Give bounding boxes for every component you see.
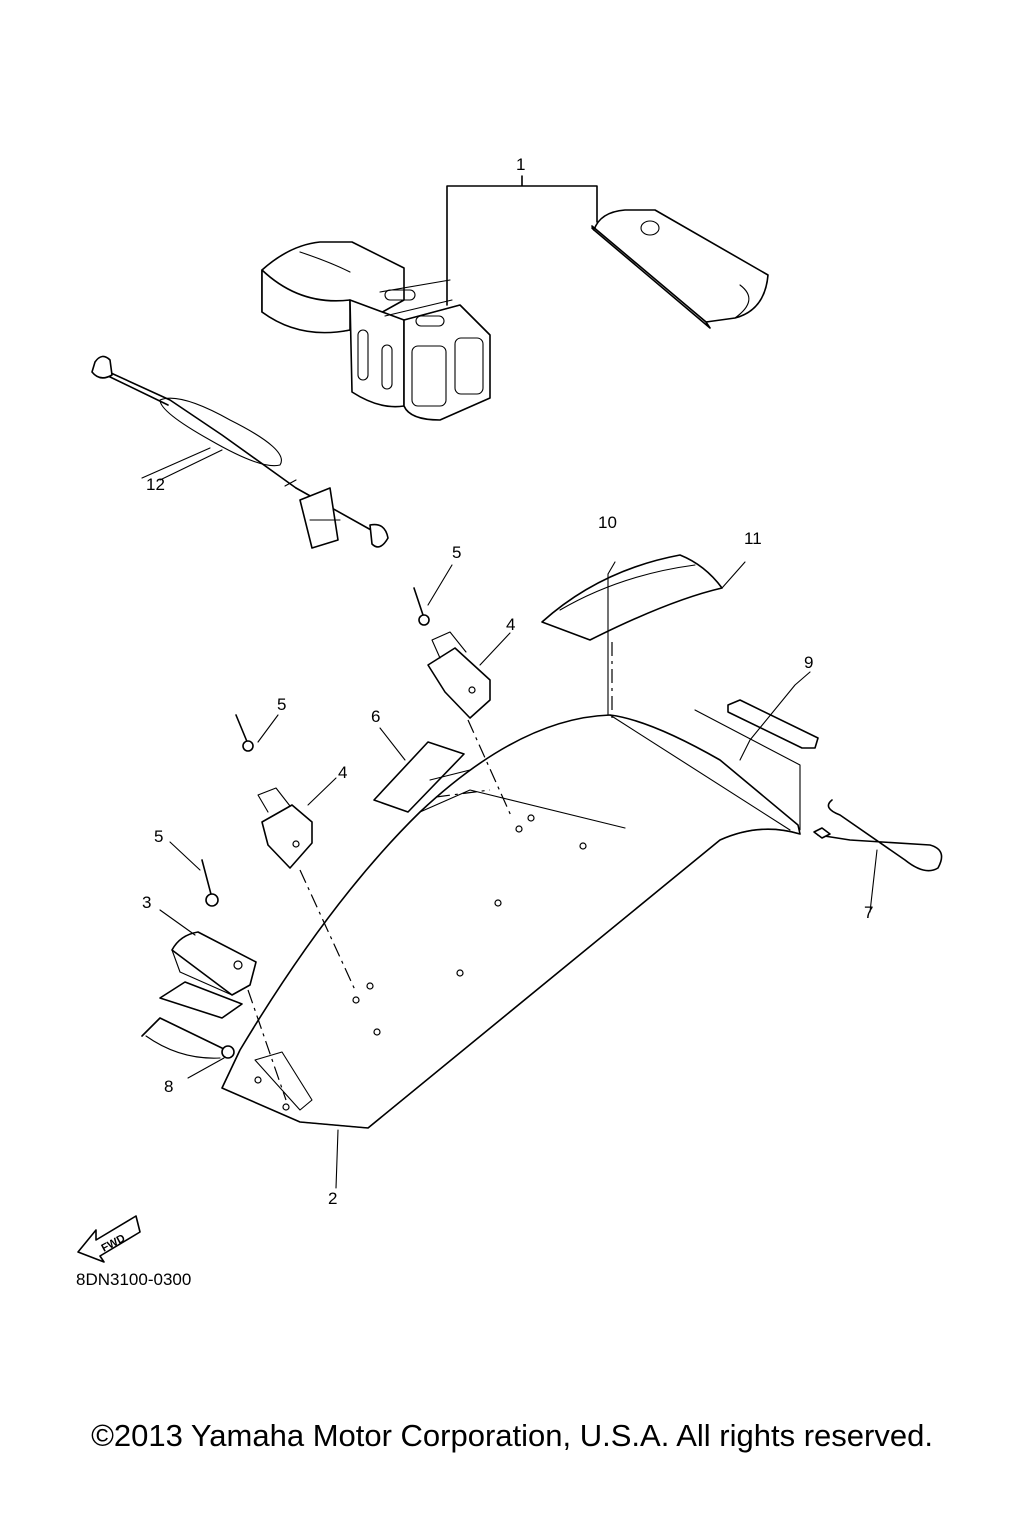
assembly-lines	[247, 642, 613, 1101]
callout-1: 1	[516, 155, 525, 174]
callout-10: 10	[598, 513, 617, 532]
callout-leaders	[141, 447, 511, 1189]
callout-9: 9	[804, 653, 813, 672]
tool-bag	[261, 241, 491, 421]
clip-4-lower	[257, 787, 313, 869]
manual-pouch	[591, 209, 769, 329]
decal-10-11	[541, 554, 746, 721]
cable-assembly	[91, 355, 389, 549]
callout-5-middle: 5	[277, 695, 286, 714]
pin-8	[141, 1017, 235, 1059]
copyright-notice: ©2013 Yamaha Motor Corporation, U.S.A. A…	[91, 1418, 933, 1453]
callout-4-upper: 4	[506, 615, 515, 634]
callout-1-leader	[446, 175, 598, 306]
callout-7: 7	[864, 903, 873, 922]
handle-7	[813, 799, 943, 913]
callout-2: 2	[328, 1189, 337, 1208]
decal-6	[373, 741, 471, 813]
callout-4-lower: 4	[338, 763, 347, 782]
rivet-5-upper	[413, 587, 430, 626]
pad-9	[727, 671, 819, 761]
callout-11: 11	[744, 529, 762, 548]
callout-6: 6	[371, 707, 380, 726]
rivet-5-middle	[235, 714, 254, 752]
hinge-3	[159, 931, 257, 1019]
main-cover	[221, 709, 801, 1129]
callout-3: 3	[142, 893, 151, 912]
callout-5-upper: 5	[452, 543, 461, 562]
callout-8: 8	[164, 1077, 173, 1096]
clip-4-upper	[427, 631, 491, 719]
callout-12: 12	[146, 475, 165, 494]
fwd-arrow-icon: FWD	[77, 1215, 141, 1263]
rivet-5-lower	[201, 859, 219, 907]
drawing-code: 8DN3100-0300	[76, 1270, 192, 1289]
callout-5-lower: 5	[154, 827, 163, 846]
